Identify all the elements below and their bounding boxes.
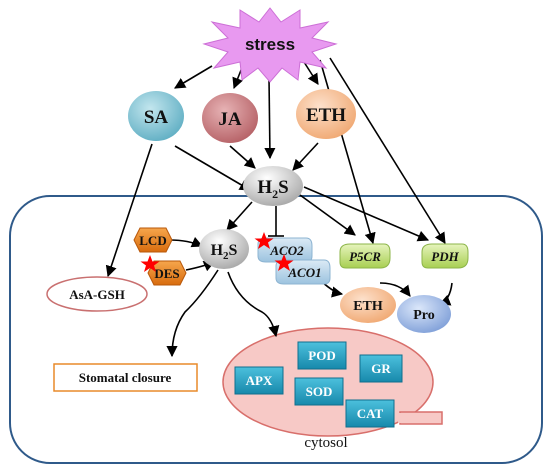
- enzyme-cat: CAT: [345, 399, 395, 428]
- arrows: [105, 57, 453, 358]
- pro-label: Pro: [413, 308, 435, 323]
- cat-label: CAT: [357, 406, 384, 421]
- des-node: DES: [147, 260, 187, 286]
- enzyme-apx: APX: [234, 366, 284, 395]
- p5cr-label: P5CR: [349, 249, 381, 264]
- ja-label: JA: [218, 109, 242, 130]
- star-icon: [140, 255, 160, 272]
- pro-node: Pro: [397, 295, 451, 333]
- eth-top-label: ETH: [306, 105, 346, 126]
- aco2-label: ACO2: [269, 243, 304, 258]
- des-label: DES: [154, 266, 179, 281]
- asa-gsh-node: AsA-GSH: [46, 276, 148, 312]
- eth-node-cell: ETH: [340, 287, 396, 323]
- lcd-label: LCD: [139, 233, 166, 248]
- gr-label: GR: [371, 361, 391, 376]
- stress-label: stress: [245, 35, 295, 54]
- h2s-node-top: H2S: [243, 166, 303, 206]
- stomatal-closure-node: Stomatal closure: [53, 363, 198, 392]
- pod-label: POD: [308, 348, 335, 363]
- sod-label: SOD: [306, 384, 333, 399]
- star-icon: [274, 254, 294, 271]
- aco1-node: ACO1: [275, 259, 331, 285]
- cytosol-label: cytosol: [304, 435, 347, 451]
- sa-label: SA: [144, 107, 169, 128]
- pdh-node: PDH: [421, 243, 469, 269]
- star-icon: [254, 232, 274, 249]
- h2s-top-label: H2S: [257, 177, 288, 201]
- stomatal-closure-label: Stomatal closure: [79, 370, 172, 385]
- enzyme-gr: GR: [359, 354, 403, 383]
- lcd-node: LCD: [133, 227, 173, 253]
- eth-cell-label: ETH: [353, 299, 383, 314]
- enzyme-sod: SOD: [294, 377, 344, 406]
- p5cr-node: P5CR: [339, 243, 391, 269]
- aco2-node: ACO2: [257, 237, 313, 263]
- stress-node: stress: [202, 7, 338, 83]
- eth-node-top: ETH: [296, 89, 356, 139]
- pdh-label: PDH: [431, 249, 459, 264]
- aco1-label: ACO1: [287, 265, 321, 280]
- inhibition-line: [268, 206, 284, 237]
- h2s-cell-label: H2S: [211, 242, 238, 262]
- asa-gsh-label: AsA-GSH: [69, 287, 125, 302]
- enzyme-pod: POD: [297, 341, 347, 370]
- sa-node: SA: [128, 91, 184, 141]
- ja-node: JA: [202, 93, 258, 143]
- apx-label: APX: [246, 373, 273, 388]
- h2s-node-cell: H2S: [199, 229, 249, 269]
